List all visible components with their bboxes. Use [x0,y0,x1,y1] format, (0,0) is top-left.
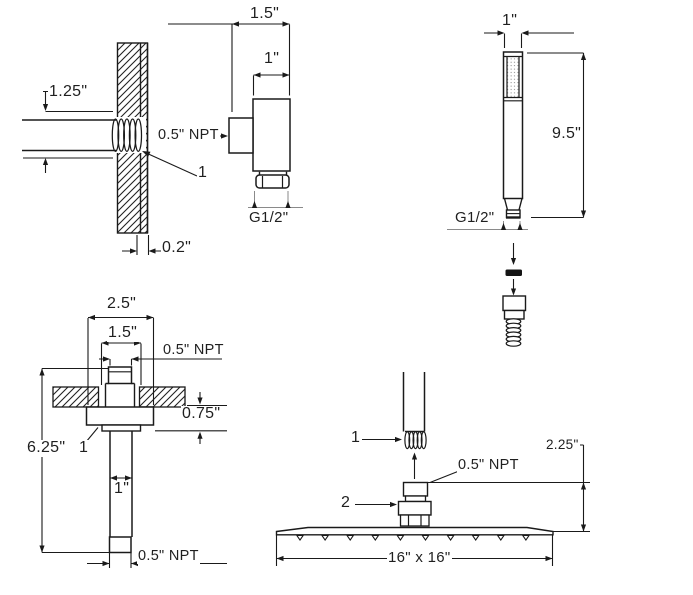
wand-taper [503,198,523,211]
dimension-arrows [42,104,228,254]
dim-label-elbow-body: 1" [263,50,281,68]
ceiling-hatch-left [52,386,100,408]
g12-extension-lines [248,191,303,208]
part-ref-label-arm: 1 [78,439,90,457]
dim-label-connector-height: 2.25" [545,437,580,453]
inlet-nipple [107,366,133,385]
dim-label-flange-width: 2.5" [106,295,138,313]
connector-body [397,500,432,516]
dim-label-flange-drop: 0.75" [181,405,222,423]
dim-label-wand-width: 1" [501,12,519,30]
drop-pipe [109,431,133,537]
wall-elbow-drawing [168,21,303,208]
dimension-arrows [276,436,587,562]
hose-washer [505,269,522,276]
dim-label-wall-npt: 0.5" NPT [157,127,220,144]
elbow-inlet [228,117,254,154]
dim-label-pipe-width: 1" [113,480,131,498]
dim-label-head-size: 16" x 16" [387,549,452,566]
part-ref-label-rain-2: 2 [340,494,352,512]
dim-label-wand-inlet: G1/2" [454,209,496,226]
dimension-arrows [39,314,203,567]
supply-pipe [402,372,426,433]
hose-nut [502,295,527,312]
dim-label-rain-inlet: 0.5" NPT [457,457,520,474]
collar [104,382,136,407]
pipe-threads [404,431,427,450]
escutcheon-step [101,424,142,432]
dimension-lines [41,316,227,568]
dim-label-wall-thickness: 0.2" [161,239,193,257]
dimension-lines [168,23,291,112]
ceiling-arm-drawing [39,314,227,568]
dim-label-escutcheon-width: 1.5" [107,324,139,342]
part-ref-label-rain-1: 1 [350,429,362,447]
spray-face [507,57,519,97]
dim-label-offset: 1.25" [48,83,89,101]
hose-coil [505,318,522,347]
outlet-nipple [108,536,132,554]
rain-head-drawing [275,372,590,566]
elbow-body [252,98,291,172]
flange [85,406,155,426]
part-ref-label-1: 1 [197,164,209,182]
pipe-threads [111,118,143,153]
dim-label-elbow-width: 1.5" [249,5,281,23]
dim-label-elbow-outlet: G1/2" [248,209,290,226]
ceiling-hatch-right [138,386,186,408]
supply-pipe [22,119,117,152]
shower-plate [275,526,554,536]
dim-label-arm-inlet: 0.5" NPT [162,342,225,359]
dimension-arrows [232,21,291,208]
dimension-arrows [497,30,587,296]
dimension-lines [275,438,590,566]
ball-joint-top [402,481,429,497]
elbow-outlet [255,174,290,189]
wall-section-drawing [22,42,228,255]
dimension-lines [484,32,585,290]
dim-label-arm-length: 6.25" [26,439,67,457]
hand-shower-drawing [447,30,587,347]
dim-label-arm-outlet: 0.5" NPT [137,548,200,565]
spray-nozzles [295,534,531,541]
dim-label-wand-length: 9.5" [551,125,583,143]
